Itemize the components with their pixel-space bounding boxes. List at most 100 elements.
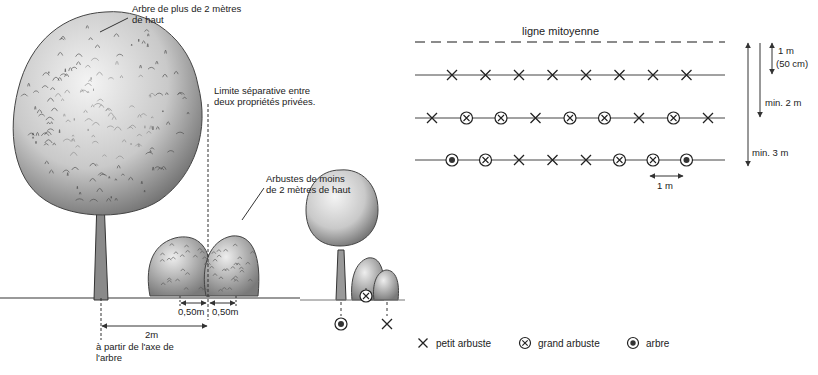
petit-arbuste-symbol (548, 70, 558, 80)
foliage-stroke (92, 135, 95, 137)
foliage-stroke (155, 167, 161, 169)
foliage-stroke (87, 91, 89, 93)
grand-arbuste-symbol (461, 112, 473, 124)
foliage-stroke (240, 270, 244, 272)
dimension-label: 0,50m (178, 307, 204, 318)
projection-line (341, 302, 342, 316)
foliage-stroke (69, 68, 72, 71)
foliage-stroke (138, 39, 139, 42)
grand-arbuste-symbol (498, 115, 504, 121)
grand-arbuste-symbol (520, 338, 531, 349)
foliage-stroke (180, 255, 184, 257)
foliage-stroke (79, 192, 81, 194)
foliage-stroke (150, 148, 154, 150)
arbre-symbol (628, 338, 639, 349)
foliage-stroke (42, 86, 48, 88)
foliage-stroke (89, 38, 93, 40)
foliage-stroke (156, 127, 159, 130)
dimension-arrow (210, 303, 235, 304)
foliage-stroke (161, 283, 165, 285)
grand-arbuste-symbol (495, 112, 507, 124)
arbre-symbol (681, 154, 693, 166)
grand-arbuste-symbol (483, 157, 489, 163)
petit-arbuste-symbol (648, 70, 658, 80)
arbre-symbol (630, 340, 635, 345)
foliage-stroke (181, 269, 185, 271)
foliage-stroke (144, 126, 145, 129)
foliage-stroke (97, 99, 103, 101)
foliage-stroke (161, 167, 166, 170)
grand-arbuste-symbol (599, 112, 611, 124)
foliage-stroke (161, 253, 165, 255)
foliage-stroke (150, 150, 151, 152)
foliage-stroke (231, 278, 235, 280)
foliage-stroke (37, 110, 42, 113)
foliage-stroke (117, 165, 120, 168)
foliage-stroke (99, 105, 104, 108)
grand-arbuste-symbol (360, 290, 372, 302)
dimension-arrow (760, 43, 761, 117)
foliage-stroke (107, 126, 114, 128)
foliage-stroke (234, 280, 238, 282)
foliage-stroke (105, 108, 111, 111)
foliage-stroke (46, 117, 54, 120)
foliage-stroke (114, 34, 119, 37)
grand-arbuste-symbol (614, 154, 626, 166)
foliage-stroke (90, 77, 92, 79)
grand-arbuste-symbol (363, 293, 369, 299)
foliage-stroke (89, 80, 92, 82)
arbre-symbol (449, 157, 455, 163)
dimension-arrow (102, 326, 207, 327)
foliage-stroke (53, 143, 56, 145)
dimension-arrow (650, 176, 683, 177)
foliage-stroke (199, 287, 203, 289)
foliage-stroke (102, 155, 106, 157)
projection-line (387, 302, 388, 316)
mitoyenne-label: ligne mitoyenne (522, 25, 599, 38)
foliage-stroke (165, 50, 167, 53)
foliage-stroke (93, 89, 94, 91)
foliage-stroke (251, 252, 255, 254)
foliage-stroke (97, 188, 103, 191)
foliage-stroke (135, 144, 141, 146)
petit-arbuste-symbol (581, 155, 591, 165)
petit-arbuste-symbol (615, 70, 625, 80)
foliage-stroke (120, 76, 122, 78)
foliage-stroke (137, 134, 142, 136)
legend-symbol (626, 336, 640, 350)
foliage-stroke (45, 140, 52, 143)
plant-row (415, 75, 725, 76)
foliage-stroke (91, 58, 99, 60)
petit-arbuste-symbol (634, 113, 644, 123)
grand-arbuste-symbol (617, 157, 623, 163)
foliage-stroke (127, 127, 133, 129)
foliage-stroke (147, 44, 148, 47)
foliage-stroke (67, 173, 69, 176)
foliage-stroke (145, 30, 149, 32)
foliage-stroke (36, 132, 39, 135)
foliage-stroke (35, 141, 37, 143)
tree-trunk (336, 250, 346, 300)
foliage-stroke (85, 83, 92, 86)
grand-arbuste-symbol (668, 112, 680, 124)
foliage-stroke (112, 116, 116, 119)
foliage-stroke (150, 126, 152, 129)
foliage-stroke (228, 288, 232, 290)
arbre-symbol (446, 154, 458, 166)
foliage-stroke (51, 108, 57, 111)
foliage-stroke (152, 167, 153, 170)
foliage-stroke (131, 44, 133, 46)
foliage-stroke (88, 129, 89, 131)
foliage-stroke (72, 167, 79, 170)
leader-line (100, 18, 128, 32)
foliage-stroke (28, 83, 30, 86)
foliage-stroke (59, 130, 61, 133)
foliage-stroke (170, 244, 174, 246)
tree-label: Arbre de plus de 2 mètres de haut (132, 4, 244, 26)
foliage-stroke (246, 262, 250, 264)
foliage-stroke (92, 122, 99, 125)
foliage-stroke (91, 105, 94, 107)
petit-arbuste-symbol (427, 113, 437, 123)
foliage-stroke (130, 143, 132, 145)
foliage-stroke (248, 279, 252, 281)
